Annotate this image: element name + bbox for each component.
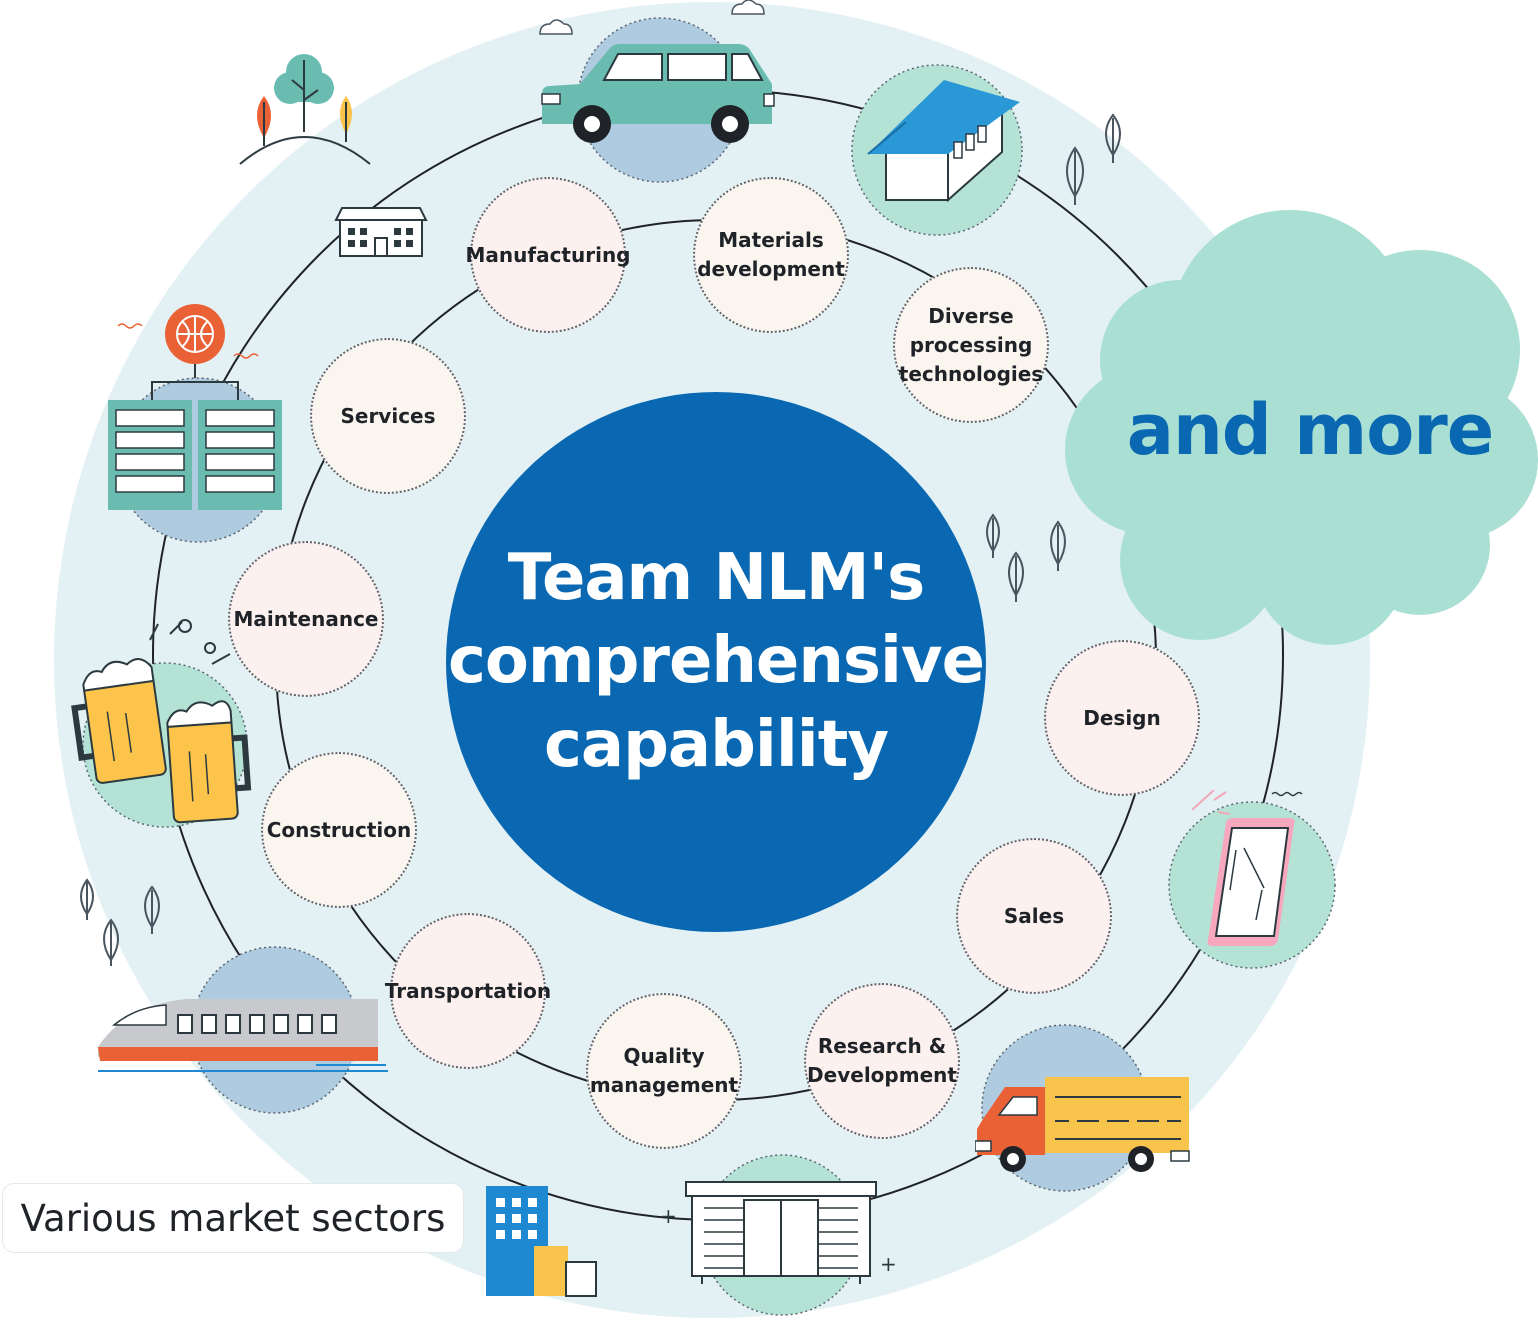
beer-mugs-icon xyxy=(71,619,252,824)
capability-manufacturing: Manufacturing xyxy=(466,177,631,333)
leaves-decoration xyxy=(80,113,1121,966)
capability-diverse-processing: Diverse processing technologies xyxy=(893,267,1049,423)
capability-services: Services xyxy=(310,338,466,494)
and-more-label: and more xyxy=(1126,389,1495,471)
capability-design: Design xyxy=(1044,640,1200,796)
factory-building-icon xyxy=(334,207,428,257)
smartphone-icon xyxy=(1191,790,1303,946)
car-icon xyxy=(541,44,775,143)
server-rack-icon xyxy=(108,304,282,510)
capability-sales: Sales xyxy=(956,838,1112,994)
capability-construction: Construction xyxy=(261,752,417,908)
sky-clouds xyxy=(539,0,765,35)
capability-research-development: Research & Development xyxy=(804,983,960,1139)
bullet-train-icon xyxy=(98,999,388,1072)
cloud-shape xyxy=(1065,210,1538,645)
capability-quality-management: Quality management xyxy=(586,993,742,1149)
center-circle: Team NLM's comprehensive capability xyxy=(446,392,986,932)
market-sectors-label: Various market sectors xyxy=(2,1183,464,1253)
capability-transportation: Transportation xyxy=(385,913,551,1069)
plus-decoration: + xyxy=(880,1252,897,1276)
office-building-icon xyxy=(486,1186,597,1297)
center-title: Team NLM's comprehensive capability xyxy=(447,541,985,782)
trees-icon xyxy=(239,54,371,165)
capability-materials-development: Materials development xyxy=(693,177,849,333)
truck-icon xyxy=(975,1077,1190,1172)
house-icon xyxy=(867,80,1020,203)
capability-maintenance: Maintenance xyxy=(228,541,384,697)
warehouse-icon xyxy=(685,1181,877,1284)
plus-decoration: + xyxy=(660,1204,677,1228)
